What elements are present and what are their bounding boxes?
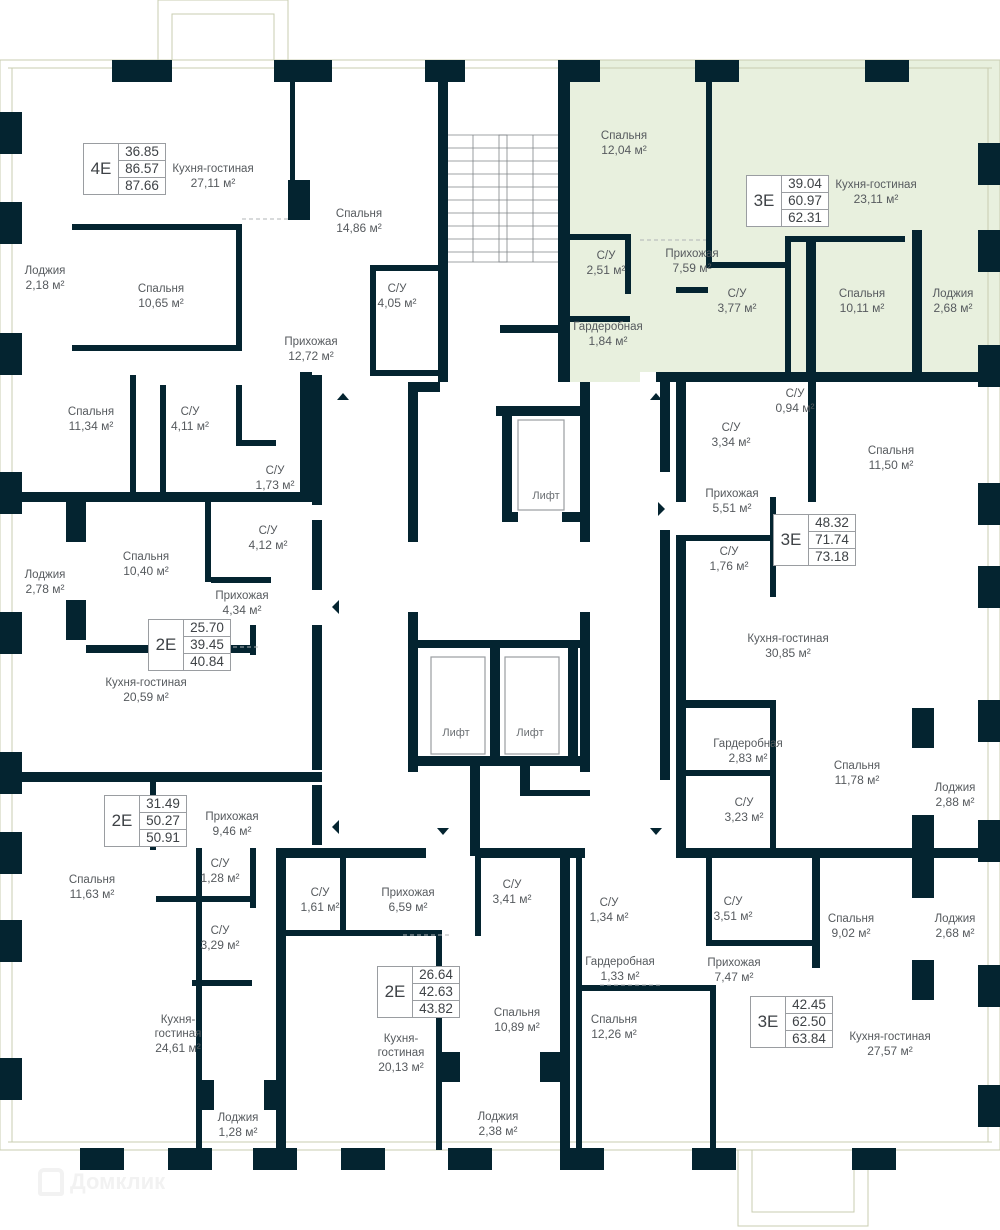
lift-label: Лифт (532, 490, 560, 502)
total-area-with-loggia: 87.66 (125, 178, 159, 193)
apartment-type: 4E (84, 144, 119, 194)
total-area: 60.97 (782, 193, 828, 210)
entrance-arrows (332, 393, 665, 835)
living-area: 25.70 (184, 620, 230, 637)
total-area-with-loggia: 62.31 (788, 210, 822, 225)
total-area: 50.27 (140, 813, 186, 830)
lift-label: Лифт (442, 727, 470, 739)
total-area: 62.50 (786, 1014, 832, 1031)
total-area-with-loggia: 50.91 (146, 830, 180, 845)
apartment-type: 2E (149, 620, 184, 670)
total-area-with-loggia: 73.18 (815, 549, 849, 564)
total-area: 39.45 (184, 637, 230, 654)
total-area-with-loggia: 63.84 (792, 1031, 826, 1046)
watermark: Домклик (38, 1168, 165, 1196)
lift-label: Лифт (516, 727, 544, 739)
apartment-type: 3E (747, 176, 782, 226)
living-area: 48.32 (809, 515, 855, 532)
apartment-type: 2E (378, 967, 413, 1017)
total-area: 71.74 (809, 532, 855, 549)
living-area: 39.04 (782, 176, 828, 193)
living-area: 31.49 (140, 796, 186, 813)
total-area-with-loggia: 43.82 (419, 1001, 453, 1016)
walls (0, 60, 1000, 1170)
living-area: 26.64 (413, 967, 459, 984)
domclick-logo-icon (38, 1168, 64, 1196)
apartment-type: 2E (105, 796, 140, 846)
apartment-type: 3E (751, 997, 786, 1047)
total-area: 42.63 (413, 984, 459, 1001)
staircase (448, 134, 558, 263)
total-area: 86.57 (119, 161, 165, 178)
living-area: 36.85 (119, 144, 165, 161)
living-area: 42.45 (786, 997, 832, 1014)
apartment-type: 3E (774, 515, 809, 565)
total-area-with-loggia: 40.84 (190, 654, 224, 669)
